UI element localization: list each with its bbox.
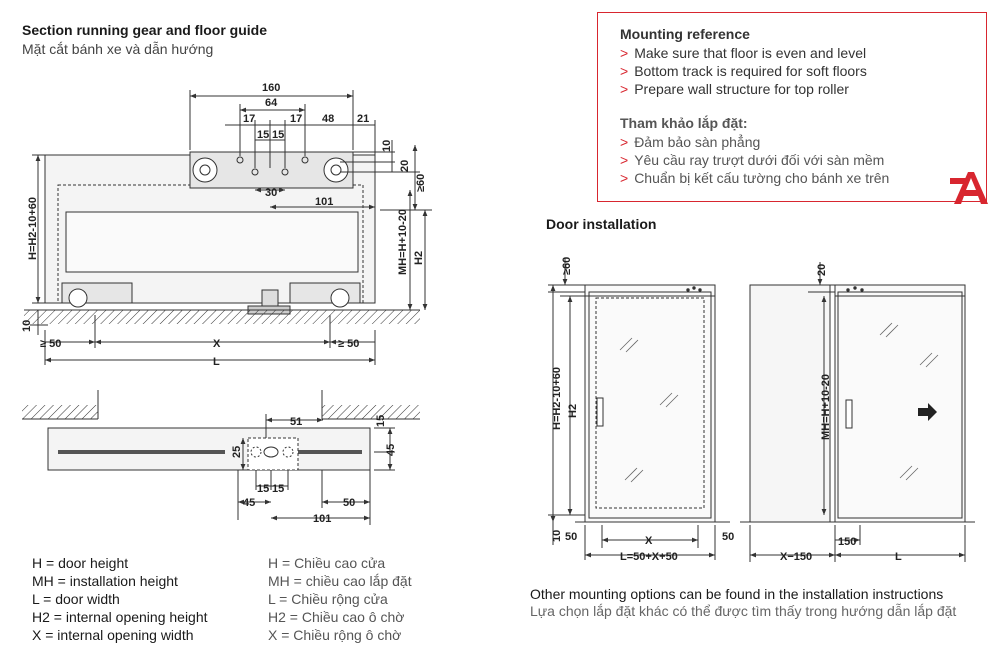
dim-17b: 17 [290, 113, 302, 125]
dim-30: 30 [265, 187, 277, 199]
dim-17a: 17 [243, 113, 255, 125]
reference-item-vi-2: >Chuẩn bị kết cấu tường cho bánh xe trên [620, 170, 890, 186]
dim-15a: 15 [257, 129, 269, 141]
legend-vi-2: L = Chiều rộng cửa [268, 591, 388, 607]
reference-item-vi-0: >Đảm bảo sàn phẳng [620, 134, 761, 150]
door-left-dim-60: ≥60 [561, 257, 573, 275]
plan-dim-50: 50 [343, 497, 355, 509]
reference-item-en-2: >Prepare wall structure for top roller [620, 81, 849, 97]
plan-dim-51: 51 [290, 416, 302, 428]
dim-60: ≥60 [415, 174, 427, 192]
door-right-dim-150: 150 [838, 536, 856, 548]
dim-160: 160 [262, 82, 280, 94]
door-right-dim-x150: X−150 [780, 551, 812, 563]
legend-vi-0: H = Chiều cao cửa [268, 555, 386, 571]
reference-item-en-1: >Bottom track is required for soft floor… [620, 63, 867, 79]
dim-mh: MH=H+10-20 [397, 209, 409, 275]
door-left-dim-x: X [645, 535, 653, 547]
note-vi: Lựa chọn lắp đặt khác có thể được tìm th… [530, 603, 957, 619]
chevron-right-icon: > [620, 134, 629, 150]
reference-title-en: Mounting reference [620, 26, 750, 42]
section-drawing [24, 90, 432, 365]
dim-15b: 15 [272, 129, 284, 141]
legend-vi-3: H2 = Chiều cao ô chờ [268, 609, 405, 625]
legend-en-4: X = internal opening width [32, 627, 194, 643]
door-install-right [740, 262, 975, 562]
dim-50a: ≥ 50 [40, 338, 61, 350]
door-right-dim-20: 20 [816, 264, 828, 276]
reference-item-en-0: >Make sure that floor is even and level [620, 45, 867, 61]
plan-dim-25: 25 [231, 446, 243, 458]
door-installation-title: Door installation [546, 216, 657, 232]
dim-10b: 10 [21, 320, 33, 332]
plan-dim-15: 15 [375, 415, 387, 427]
note-en: Other mounting options can be found in t… [530, 586, 944, 602]
dim-x: X [213, 338, 221, 350]
mounting-reference-box: Mounting reference >Make sure that floor… [597, 12, 987, 202]
dim-h2: H2 [413, 251, 425, 265]
section-title: Section running gear and floor guide [22, 22, 268, 38]
chevron-right-icon: > [620, 81, 629, 97]
door-install-left [548, 258, 730, 560]
plan-dim-45v: 45 [385, 444, 397, 456]
chevron-right-icon: > [620, 152, 629, 168]
dim-20: 20 [399, 160, 411, 172]
plan-dim-15a: 15 [257, 483, 269, 495]
section-subtitle: Mặt cắt bánh xe và dẫn hướng [22, 41, 214, 57]
legend-vi-4: X = Chiều rộng ô chờ [268, 627, 402, 643]
plan-dim-45: 45 [243, 497, 255, 509]
reference-item-vi-1: >Yêu cầu ray trượt dưới đối với sàn mềm [620, 152, 885, 168]
chevron-right-icon: > [620, 45, 629, 61]
door-left-dim-50a: 50 [565, 531, 577, 543]
chevron-right-icon: > [620, 63, 629, 79]
door-left-dim-h: H=H2-10+60 [551, 367, 563, 430]
door-left-dim-h2: H2 [567, 404, 579, 418]
legend-vi-1: MH = chiều cao lắp đặt [268, 573, 412, 589]
reference-title-vi: Tham khảo lắp đặt: [620, 115, 748, 131]
dim-10: 10 [381, 140, 393, 152]
dim-21: 21 [357, 113, 369, 125]
door-right-dim-mh: MH=H+10-20 [820, 374, 832, 440]
dim-48: 48 [322, 113, 334, 125]
door-left-dim-10: 10 [551, 530, 563, 542]
slide-direction-arrow-icon [918, 403, 937, 421]
legend-en-3: H2 = internal opening height [32, 609, 208, 625]
door-left-dim-l: L=50+X+50 [620, 551, 678, 563]
dim-h: H=H2-10+60 [27, 197, 39, 260]
brand-logo-icon [950, 172, 988, 204]
plan-drawing [22, 390, 420, 525]
legend-en-2: L = door width [32, 591, 120, 607]
dim-50b: ≥ 50 [338, 338, 359, 350]
dim-l: L [213, 356, 220, 368]
dim-101: 101 [315, 196, 333, 208]
legend-en-0: H = door height [32, 555, 129, 571]
legend-en-1: MH = installation height [32, 573, 178, 589]
chevron-right-icon: > [620, 170, 629, 186]
door-right-dim-l: L [895, 551, 902, 563]
plan-dim-101: 101 [313, 513, 331, 525]
door-left-dim-50b: 50 [722, 531, 734, 543]
dim-64: 64 [265, 97, 278, 109]
plan-dim-15b: 15 [272, 483, 284, 495]
